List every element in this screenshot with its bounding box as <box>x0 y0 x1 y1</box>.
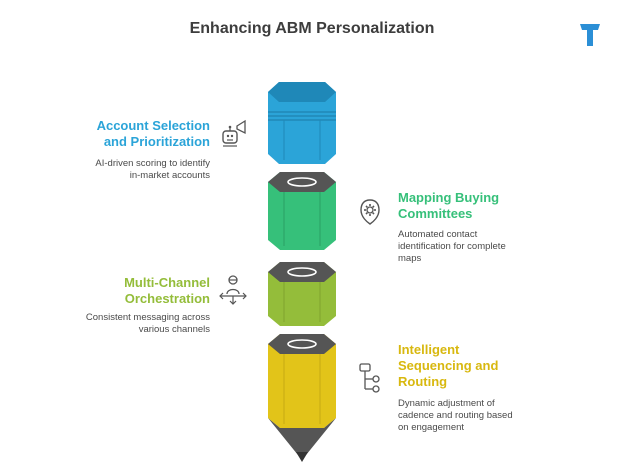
step-desc-mapping-buying: Automated contact identification for com… <box>398 229 506 264</box>
flowchart-icon <box>359 363 380 393</box>
step-heading-multi-channel: Multi-Channel Orchestration <box>124 275 210 306</box>
step-heading-account-selection: Account Selection and Prioritization <box>96 118 210 149</box>
step-desc-account-selection: AI-driven scoring to identify in-market … <box>95 158 210 181</box>
robot-megaphone-icon <box>222 119 246 147</box>
page-title: Enhancing ABM Personalization <box>189 20 435 37</box>
segment-multi-channel <box>268 262 336 326</box>
segment-mapping-buying <box>268 172 336 250</box>
step-desc-intelligent-sequencing: Dynamic adjustment of cadence and routin… <box>398 398 513 433</box>
gear-shield-icon <box>360 199 380 225</box>
step-heading-intelligent-sequencing: Intelligent Sequencing and Routing <box>398 342 499 389</box>
logo-icon <box>580 24 600 46</box>
step-heading-mapping-buying: Mapping Buying Committees <box>398 190 500 221</box>
step-desc-multi-channel: Consistent messaging across various chan… <box>85 312 210 335</box>
segment-intelligent-sequencing <box>268 334 336 462</box>
segment-account-selection <box>268 82 336 164</box>
person-arrows-icon <box>219 275 247 305</box>
